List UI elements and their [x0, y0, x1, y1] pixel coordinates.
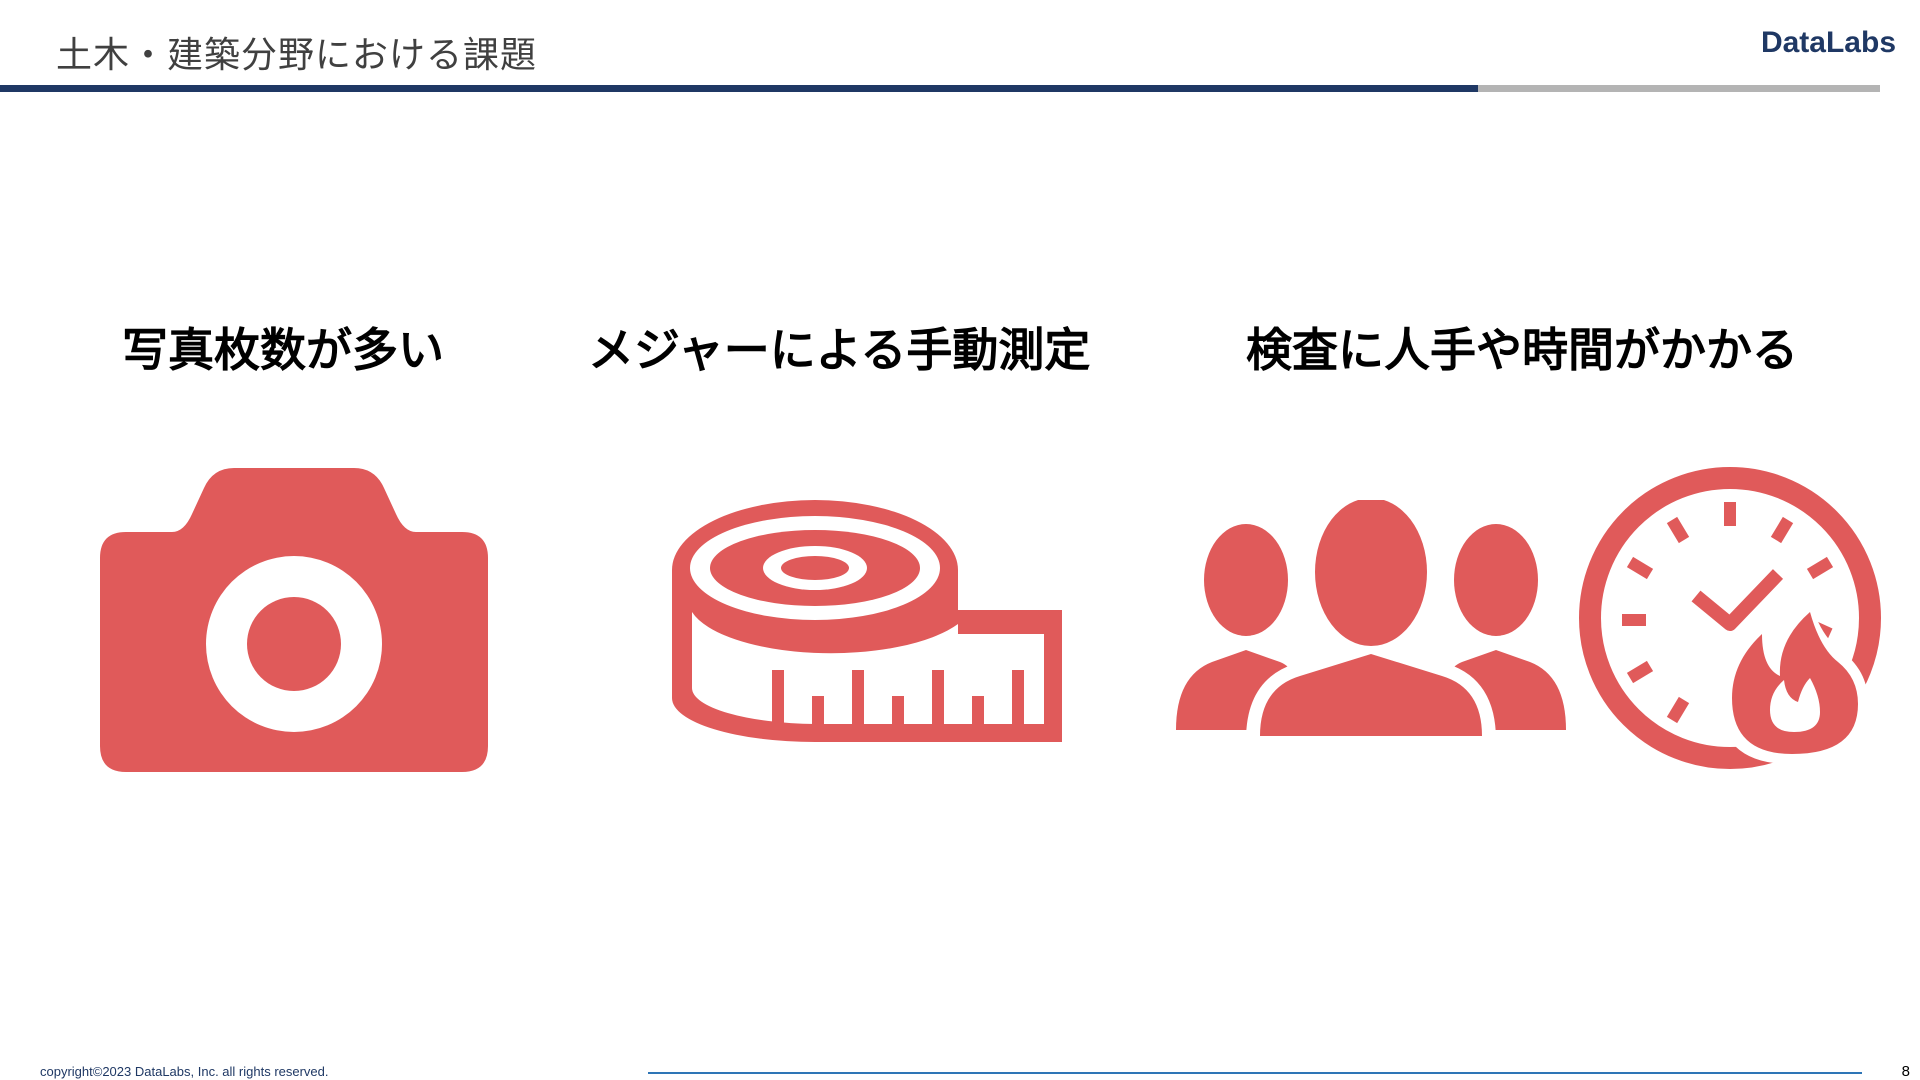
people-icon: [1176, 500, 1566, 740]
heading-photo-count: 写真枚数が多い: [122, 323, 444, 377]
footer-divider: [648, 1072, 1862, 1074]
heading-inspection-effort: 検査に人手や時間がかかる: [1246, 323, 1798, 377]
header-divider-accent: [1478, 85, 1880, 92]
brand-logo: DataLabs: [1760, 26, 1896, 59]
page-number: 8: [1901, 1063, 1910, 1080]
tape-measure-icon: [672, 500, 1062, 742]
footer-copyright: copyright©2023 DataLabs, Inc. all rights…: [40, 1064, 329, 1079]
header-divider-main: [0, 85, 1478, 92]
camera-icon: [100, 468, 488, 772]
heading-manual-measure: メジャーによる手動測定: [588, 323, 1091, 377]
page-title: 土木・建築分野における課題: [56, 35, 538, 76]
clock-fire-icon: [1579, 467, 1881, 769]
